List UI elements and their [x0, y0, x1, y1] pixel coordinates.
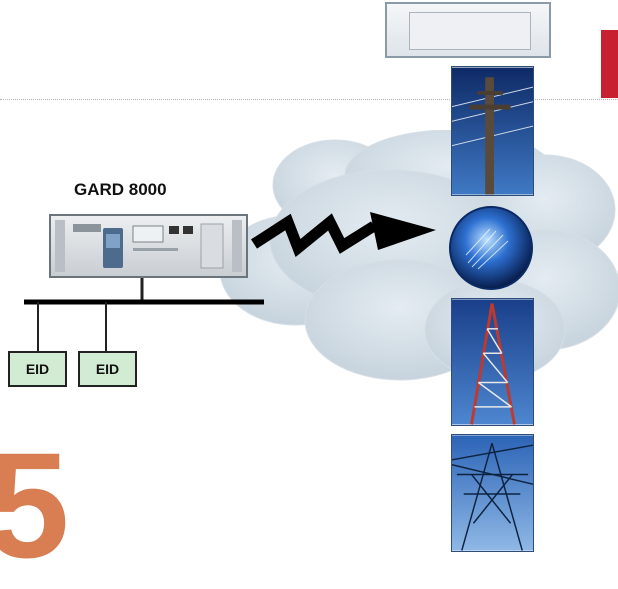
header-divider	[0, 99, 618, 100]
eid-box: EID	[78, 351, 137, 387]
transmission-tower-icon	[451, 434, 534, 552]
gard-device-image	[49, 214, 248, 278]
fiber-optic-icon	[449, 206, 533, 290]
device-front-panel	[55, 220, 242, 272]
device-label: GARD 8000	[74, 180, 167, 199]
slide-number: 5	[0, 421, 69, 589]
eid-box: EID	[8, 351, 67, 387]
rack-unit-image	[385, 2, 551, 58]
rack-unit-panel	[409, 12, 531, 50]
lightning-arrow-icon	[251, 212, 436, 258]
bus-line	[24, 278, 264, 352]
accent-bar	[601, 30, 618, 98]
radio-tower-icon	[451, 298, 534, 426]
utility-pole-icon	[451, 66, 534, 196]
